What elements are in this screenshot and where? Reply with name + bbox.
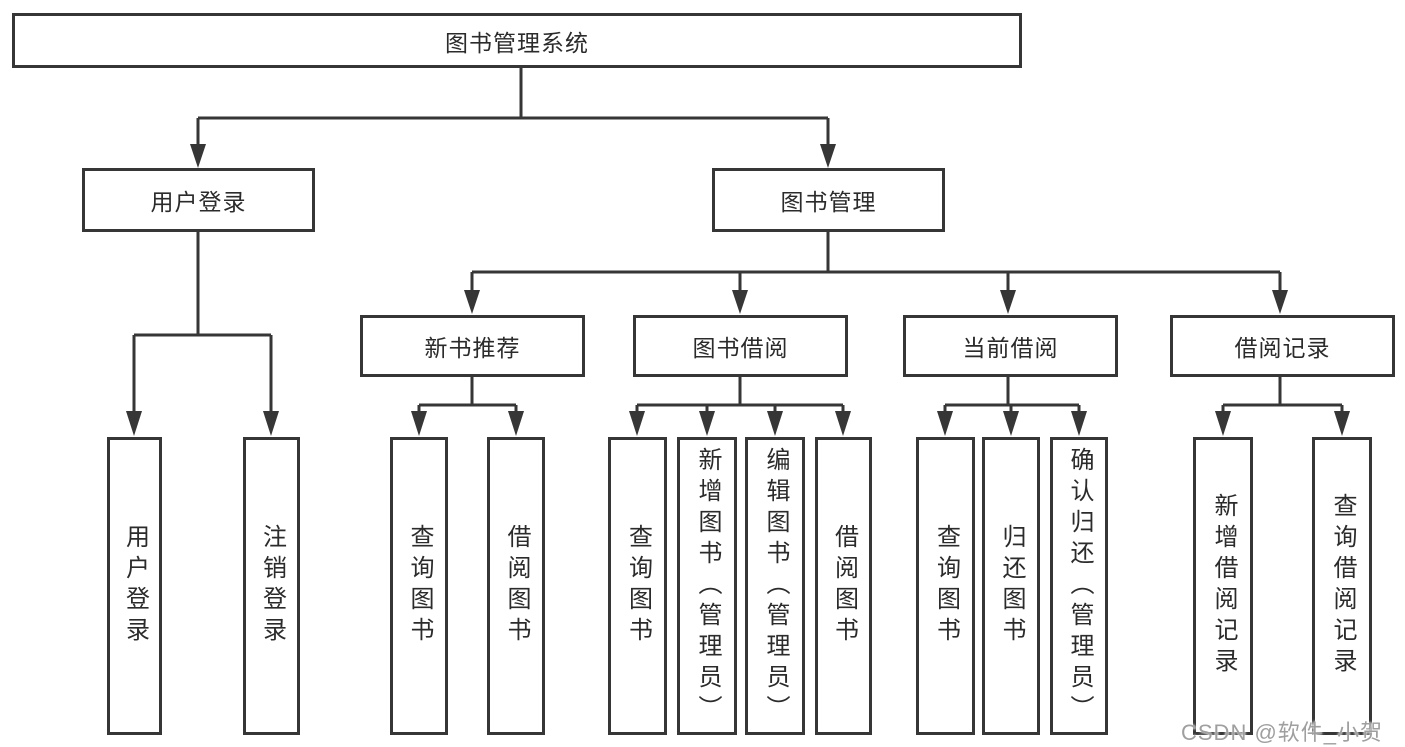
- node-user-login: 用户登录: [82, 168, 315, 232]
- node-label: 新增图书（管理员）: [694, 446, 721, 726]
- node-new-book-recommendation: 新书推荐: [360, 315, 585, 377]
- leaf-query-books-current: 查询图书: [916, 437, 975, 735]
- leaf-logout: 注销登录: [243, 437, 300, 735]
- leaf-user-login: 用户登录: [107, 437, 162, 735]
- leaf-query-books-borrowing: 查询图书: [608, 437, 667, 735]
- node-library-management-system: 图书管理系统: [12, 13, 1022, 68]
- node-label: 图书借阅: [692, 335, 789, 361]
- node-label: 确认归还（管理员）: [1066, 446, 1093, 726]
- node-label: 归还图书: [998, 524, 1025, 648]
- node-label: 查询图书: [406, 524, 433, 648]
- leaf-return-books: 归还图书: [982, 437, 1040, 735]
- node-label: 借阅图书: [503, 524, 530, 648]
- node-book-borrowing: 图书借阅: [633, 315, 848, 377]
- node-label: 注销登录: [258, 524, 286, 648]
- leaf-query-books-recommend: 查询图书: [390, 437, 448, 735]
- leaf-add-books-admin: 新增图书（管理员）: [677, 437, 737, 735]
- leaf-confirm-return-admin: 确认归还（管理员）: [1050, 437, 1108, 735]
- node-label: 图书管理: [780, 189, 877, 215]
- node-borrowing-records: 借阅记录: [1170, 315, 1395, 377]
- leaf-borrow-books-recommend: 借阅图书: [487, 437, 545, 735]
- node-label: 新书推荐: [424, 335, 521, 361]
- node-label: 编辑图书（管理员）: [762, 446, 789, 726]
- node-label: 借阅图书: [830, 524, 858, 648]
- leaf-edit-books-admin: 编辑图书（管理员）: [745, 437, 805, 735]
- node-label: 查询图书: [932, 524, 960, 648]
- node-label: 图书管理系统: [445, 29, 589, 56]
- node-label: 借阅记录: [1234, 335, 1331, 361]
- leaf-borrow-books: 借阅图书: [815, 437, 872, 735]
- node-label: 用户登录: [150, 189, 247, 215]
- csdn-watermark: CSDN @软件_小贺同学: [1181, 720, 1384, 745]
- leaf-add-borrow-record: 新增借阅记录: [1193, 437, 1253, 735]
- node-label: 用户登录: [121, 524, 149, 648]
- node-label: 查询图书: [624, 524, 652, 648]
- node-current-borrowing: 当前借阅: [903, 315, 1118, 377]
- node-label: 新增借阅记录: [1210, 493, 1237, 679]
- leaf-query-borrow-record: 查询借阅记录: [1312, 437, 1372, 735]
- node-book-management: 图书管理: [712, 168, 945, 232]
- node-label: 当前借阅: [962, 335, 1059, 361]
- node-label: 查询借阅记录: [1329, 493, 1356, 679]
